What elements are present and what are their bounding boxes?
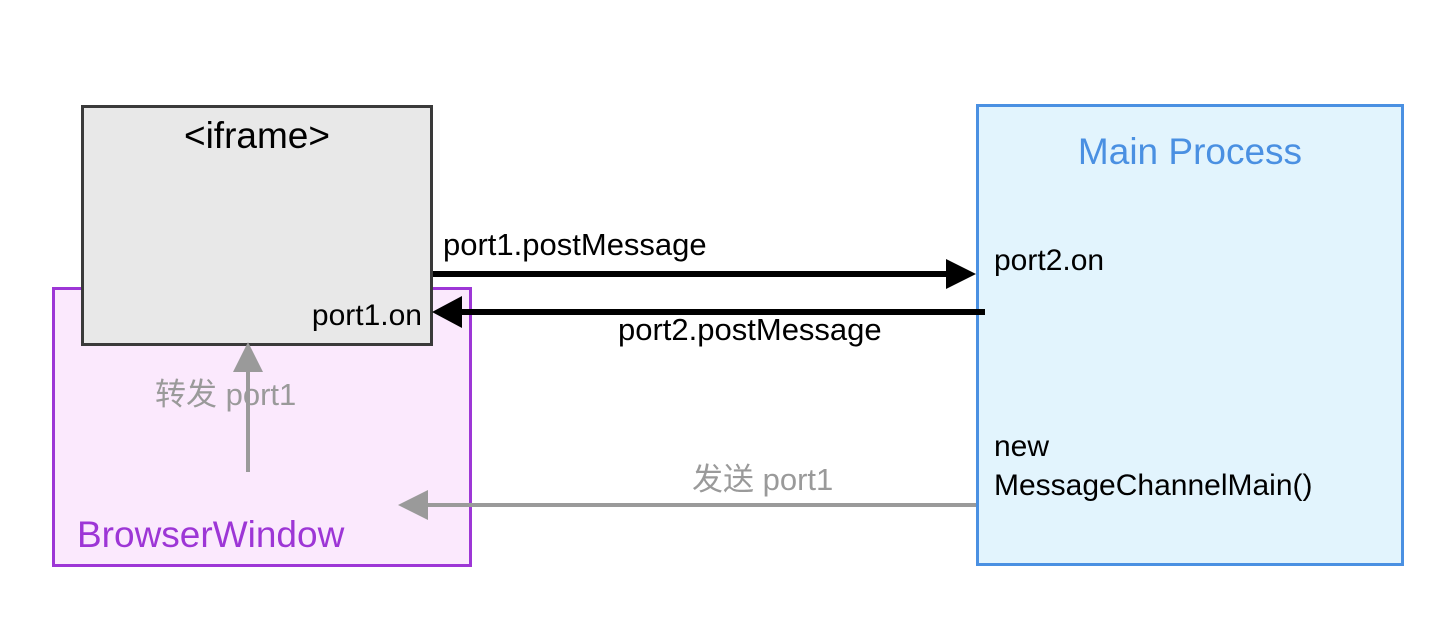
edge-label-send-port1: 发送 port1 [692, 462, 834, 497]
iframe-node[interactable]: <iframe> port1.on [81, 105, 433, 346]
code-line-message-channel-main: MessageChannelMain() [994, 469, 1313, 502]
arrow-send-port1 [398, 490, 976, 520]
main-process-port2-on-label: port2.on [994, 244, 1105, 277]
iframe-label: <iframe> [183, 115, 330, 156]
iframe-port1-on-label: port1.on [311, 298, 422, 332]
main-process-code-block: new MessageChannelMain() [994, 427, 1394, 505]
main-process-node[interactable]: Main Process port2.on new MessageChannel… [976, 104, 1404, 566]
code-line-new: new [994, 430, 1050, 463]
arrow-port1-postmessage [433, 259, 976, 289]
browser-window-label: BrowserWindow [77, 514, 345, 556]
edge-label-forward-port1: 转发 port1 [155, 377, 297, 412]
main-process-title: Main Process [1077, 131, 1303, 172]
edge-label-port1-postmessage: port1.postMessage [443, 227, 707, 262]
edge-label-port2-postmessage: port2.postMessage [618, 312, 882, 347]
